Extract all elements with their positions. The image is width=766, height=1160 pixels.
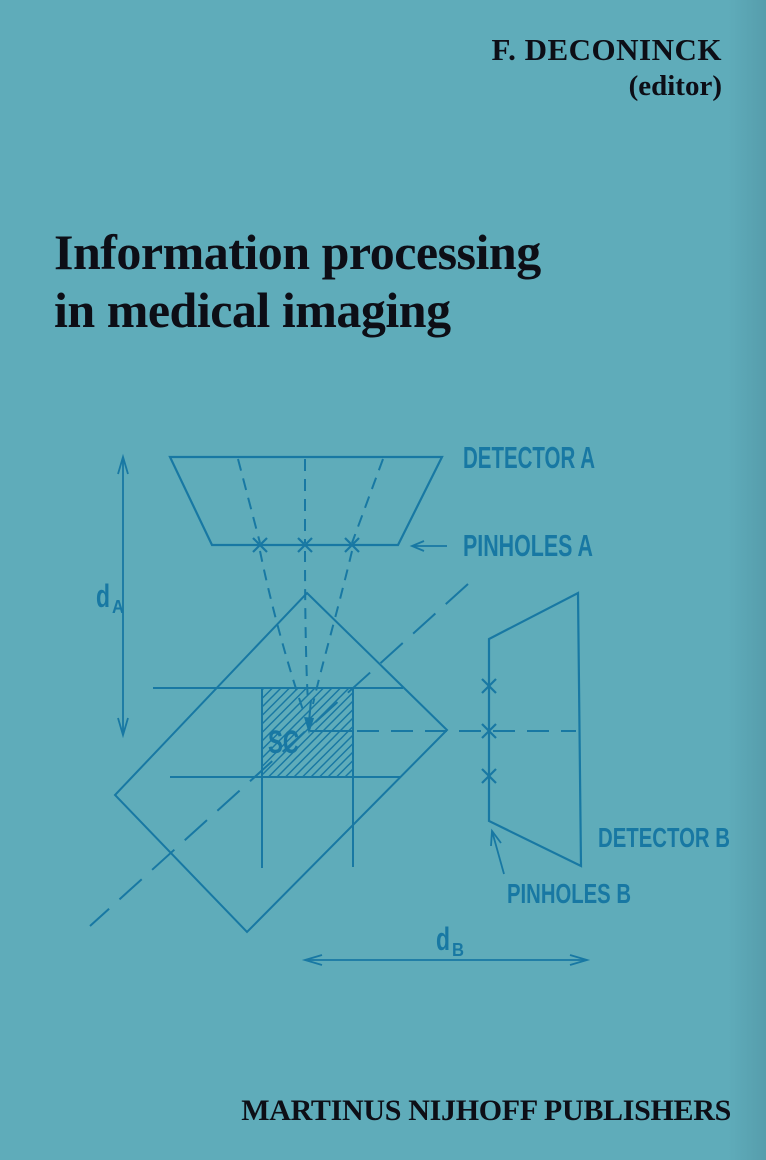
editor-note: (editor) bbox=[628, 70, 722, 102]
dimension-arrow-da bbox=[117, 453, 129, 739]
section-grid-lines bbox=[153, 687, 403, 868]
oblique-sight-line bbox=[89, 583, 469, 927]
detector-b-shape bbox=[487, 591, 583, 868]
dim-a-label: d bbox=[96, 578, 110, 614]
title-line-2: in medical imaging bbox=[54, 281, 451, 338]
dimension-arrow-db bbox=[301, 954, 591, 966]
detector-b-label: DETECTOR B bbox=[598, 822, 730, 853]
title-line-1: Information processing bbox=[54, 224, 541, 280]
book-title: Information processing in medical imagin… bbox=[54, 224, 541, 339]
pinholes-b-label: PINHOLES B bbox=[507, 878, 631, 909]
author-name: F. DECONINCK bbox=[491, 32, 722, 67]
detector-a-label: DETECTOR A bbox=[463, 440, 595, 475]
publisher-name: MARTINUS NIJHOFF PUBLISHERS bbox=[241, 1094, 731, 1127]
pinholes-b-marks bbox=[481, 678, 497, 784]
pinholes-b-pointer-arrow bbox=[490, 828, 505, 875]
dim-a-subscript: A bbox=[112, 597, 124, 617]
author-block: F. DECONINCK (editor) bbox=[492, 34, 723, 101]
pinholes-a-label: PINHOLES A bbox=[463, 528, 593, 563]
scatter-volume-diamond bbox=[113, 591, 449, 934]
pinholes-a-marks bbox=[252, 537, 360, 553]
pinholes-a-pointer-arrow bbox=[409, 540, 447, 552]
sc-label: SC bbox=[268, 724, 299, 760]
dim-b-label: d bbox=[436, 921, 450, 957]
sc-arrow bbox=[304, 699, 314, 734]
converging-rays bbox=[259, 550, 353, 711]
detector-a-shape bbox=[168, 455, 444, 547]
dim-b-subscript: B bbox=[452, 940, 464, 960]
